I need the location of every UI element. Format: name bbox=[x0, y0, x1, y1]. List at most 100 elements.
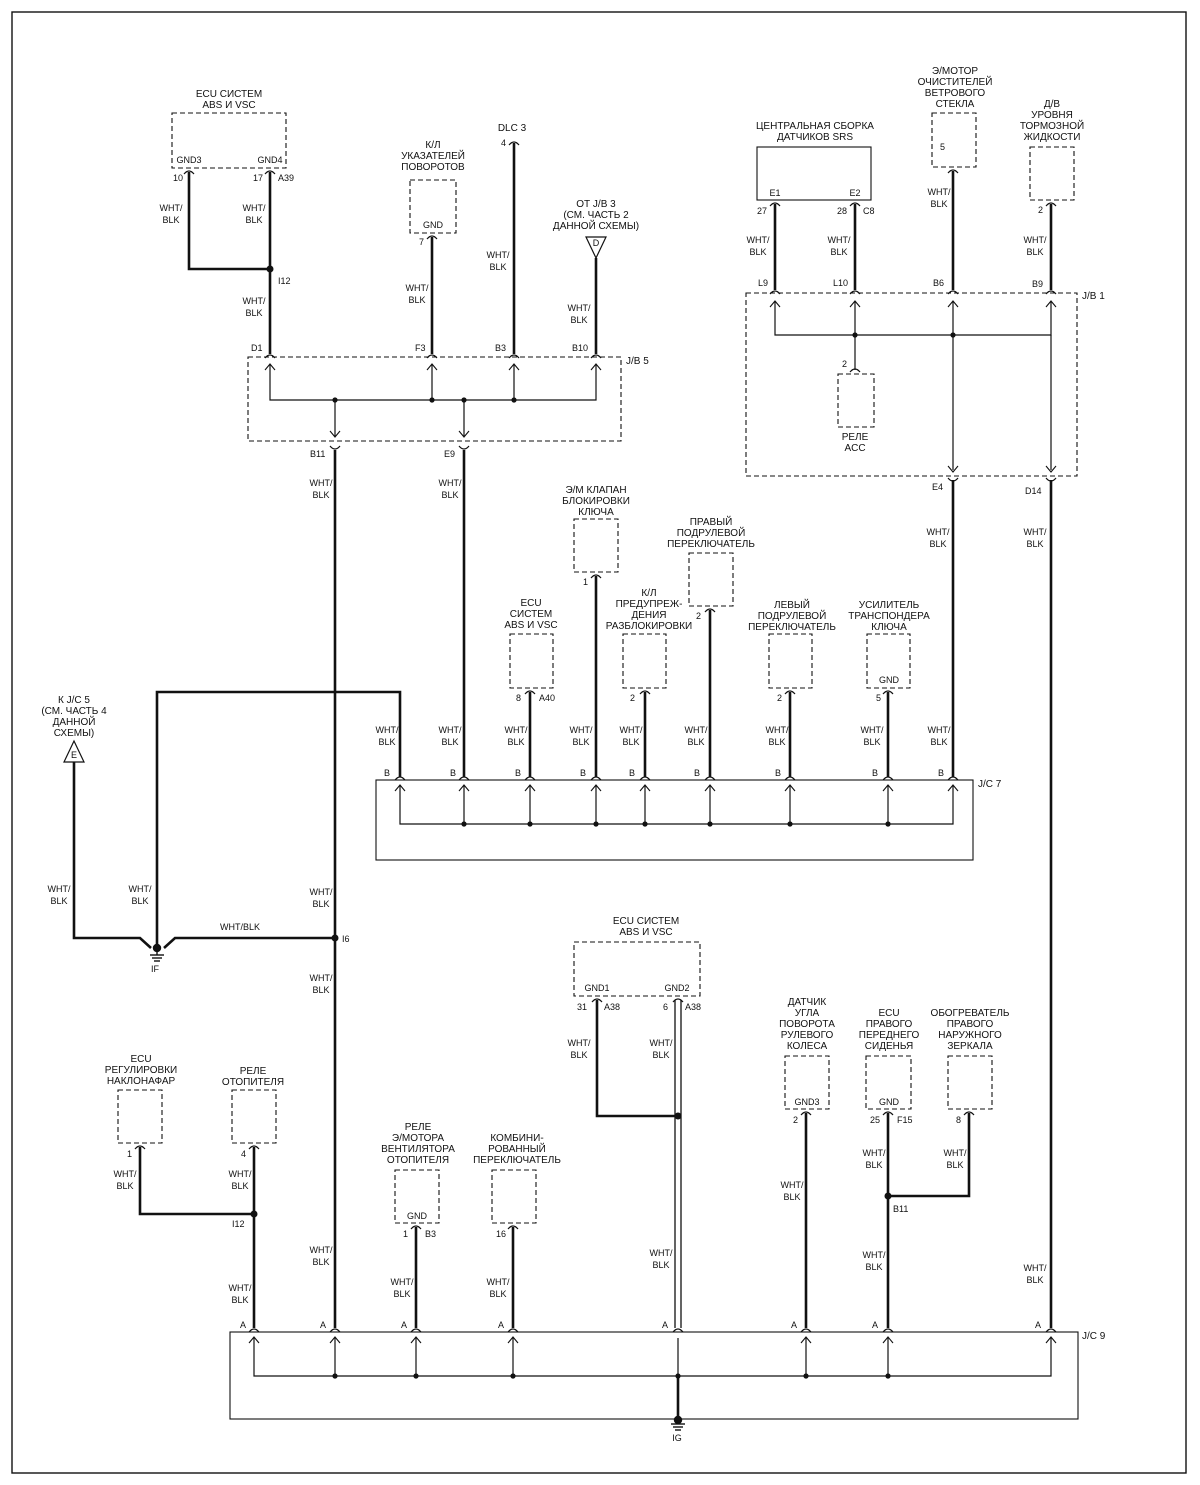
term-gnd-turn: GND bbox=[423, 220, 444, 230]
wire-color-label: WHT/BLK bbox=[129, 884, 152, 906]
wires bbox=[72, 143, 1053, 1420]
splice-i12-top bbox=[266, 265, 274, 273]
label-jc7: J/C 7 bbox=[978, 779, 1002, 790]
pin-6: 6 bbox=[663, 1002, 668, 1012]
wire-color-label: WHT/BLK bbox=[160, 203, 183, 225]
jb1-box bbox=[745, 292, 1078, 477]
wire-color-label: WHT/BLK bbox=[650, 1038, 673, 1060]
pin-d1: D1 bbox=[251, 343, 263, 353]
pin-c8: C8 bbox=[863, 206, 875, 216]
wire-color-label: WHT/BLK bbox=[229, 1169, 252, 1191]
wire-color-label: WHT/BLK bbox=[487, 250, 510, 272]
pin-2-brake: 2 bbox=[1038, 205, 1043, 215]
pin-2-acc: 2 bbox=[842, 359, 847, 369]
wire-color-label: WHT/BLK bbox=[439, 725, 462, 747]
pin-a-8: A bbox=[1035, 1320, 1041, 1330]
pin-l10: L10 bbox=[833, 278, 848, 288]
pin-2-right: 2 bbox=[696, 611, 701, 621]
wire-color-label: WHT/BLK bbox=[310, 1245, 333, 1267]
connector-caps bbox=[134, 141, 1057, 1333]
pin-b6: B6 bbox=[933, 278, 944, 288]
term-gnd1: GND1 bbox=[584, 983, 609, 993]
pin-b-8: B bbox=[872, 768, 878, 778]
pin-a-5: A bbox=[662, 1320, 668, 1330]
pin-a-6: A bbox=[791, 1320, 797, 1330]
pin-16: 16 bbox=[496, 1229, 506, 1239]
wire-color-label: WHT/BLK bbox=[243, 203, 266, 225]
term-e1: E1 bbox=[769, 188, 780, 198]
term-gnd-blower: GND bbox=[407, 1211, 428, 1221]
pin-e9: E9 bbox=[444, 449, 455, 459]
ground-ig-icon bbox=[671, 1415, 685, 1431]
pin-8-mirror: 8 bbox=[956, 1115, 961, 1125]
pin-a-2: A bbox=[320, 1320, 326, 1330]
wire-color-label: WHT/BLK bbox=[781, 1180, 804, 1202]
pin-a-3: A bbox=[401, 1320, 407, 1330]
wire-color-label: WHT/BLK bbox=[570, 725, 593, 747]
jc9-box bbox=[229, 1331, 1079, 1420]
page-border bbox=[11, 11, 1187, 1474]
pin-27: 27 bbox=[757, 206, 767, 216]
arrowheads bbox=[248, 300, 1057, 1344]
pin-b9: B9 bbox=[1032, 279, 1043, 289]
pin-1-keylock: 1 bbox=[583, 577, 588, 587]
component-boxes bbox=[117, 112, 1075, 1224]
pin-17: 17 bbox=[253, 173, 263, 183]
label-jb5: J/B 5 bbox=[626, 356, 649, 367]
wire-color-label: WHT/BLK bbox=[944, 1148, 967, 1170]
wire-color-label: WHT/BLK bbox=[861, 725, 884, 747]
pin-1-headlamp: 1 bbox=[127, 1149, 132, 1159]
label-jb1: J/B 1 bbox=[1082, 291, 1105, 302]
pin-d14: D14 bbox=[1025, 486, 1042, 496]
term-gnd3-steer: GND3 bbox=[794, 1097, 819, 1107]
term-d: D bbox=[593, 238, 600, 248]
wire-color-label: WHT/BLK bbox=[1024, 1263, 1047, 1285]
wire-color-label: WHT/BLK bbox=[487, 1277, 510, 1299]
pin-b3-blower: B3 bbox=[425, 1229, 436, 1239]
label-splice-b11: B11 bbox=[893, 1204, 908, 1214]
wire-color-label: WHT/BLK bbox=[928, 187, 951, 209]
label-splice-i6: I6 bbox=[342, 934, 350, 944]
term-e2: E2 bbox=[849, 188, 860, 198]
label-dlc3: DLC 3 bbox=[498, 123, 527, 134]
wire-color-label: WHT/BLK bbox=[439, 478, 462, 500]
jc7-box bbox=[375, 779, 974, 861]
label-ground-ig: IG bbox=[672, 1433, 682, 1443]
pin-b-2: B bbox=[450, 768, 456, 778]
wire-color-label: WHT/BLK bbox=[310, 973, 333, 995]
wire-color-label: WHT/BLK bbox=[685, 725, 708, 747]
pin-b-7: B bbox=[775, 768, 781, 778]
ground-if-icon bbox=[150, 943, 164, 962]
term-gnd4: GND4 bbox=[257, 155, 282, 165]
pin-b-1: B bbox=[384, 768, 390, 778]
pin-f15: F15 bbox=[897, 1115, 913, 1125]
pin-a-4: A bbox=[498, 1320, 504, 1330]
pin-a38-1: A38 bbox=[604, 1002, 620, 1012]
pin-b-5: B bbox=[629, 768, 635, 778]
pin-4-heater: 4 bbox=[241, 1149, 246, 1159]
wire-color-label: WHT/BLK bbox=[243, 296, 266, 318]
pin-2-steer: 2 bbox=[793, 1115, 798, 1125]
wire-color-label: WHT/BLK bbox=[1024, 527, 1047, 549]
pin-b11: B11 bbox=[310, 449, 325, 459]
pin-b-6: B bbox=[694, 768, 700, 778]
pin-4: 4 bbox=[501, 138, 506, 148]
jb5-box bbox=[247, 356, 622, 442]
term-gnd-seat: GND bbox=[879, 1097, 900, 1107]
pin-a-1: A bbox=[240, 1320, 246, 1330]
pin-25: 25 bbox=[870, 1115, 880, 1125]
term-gnd2: GND2 bbox=[664, 983, 689, 993]
splice-i12-low bbox=[250, 1210, 258, 1218]
